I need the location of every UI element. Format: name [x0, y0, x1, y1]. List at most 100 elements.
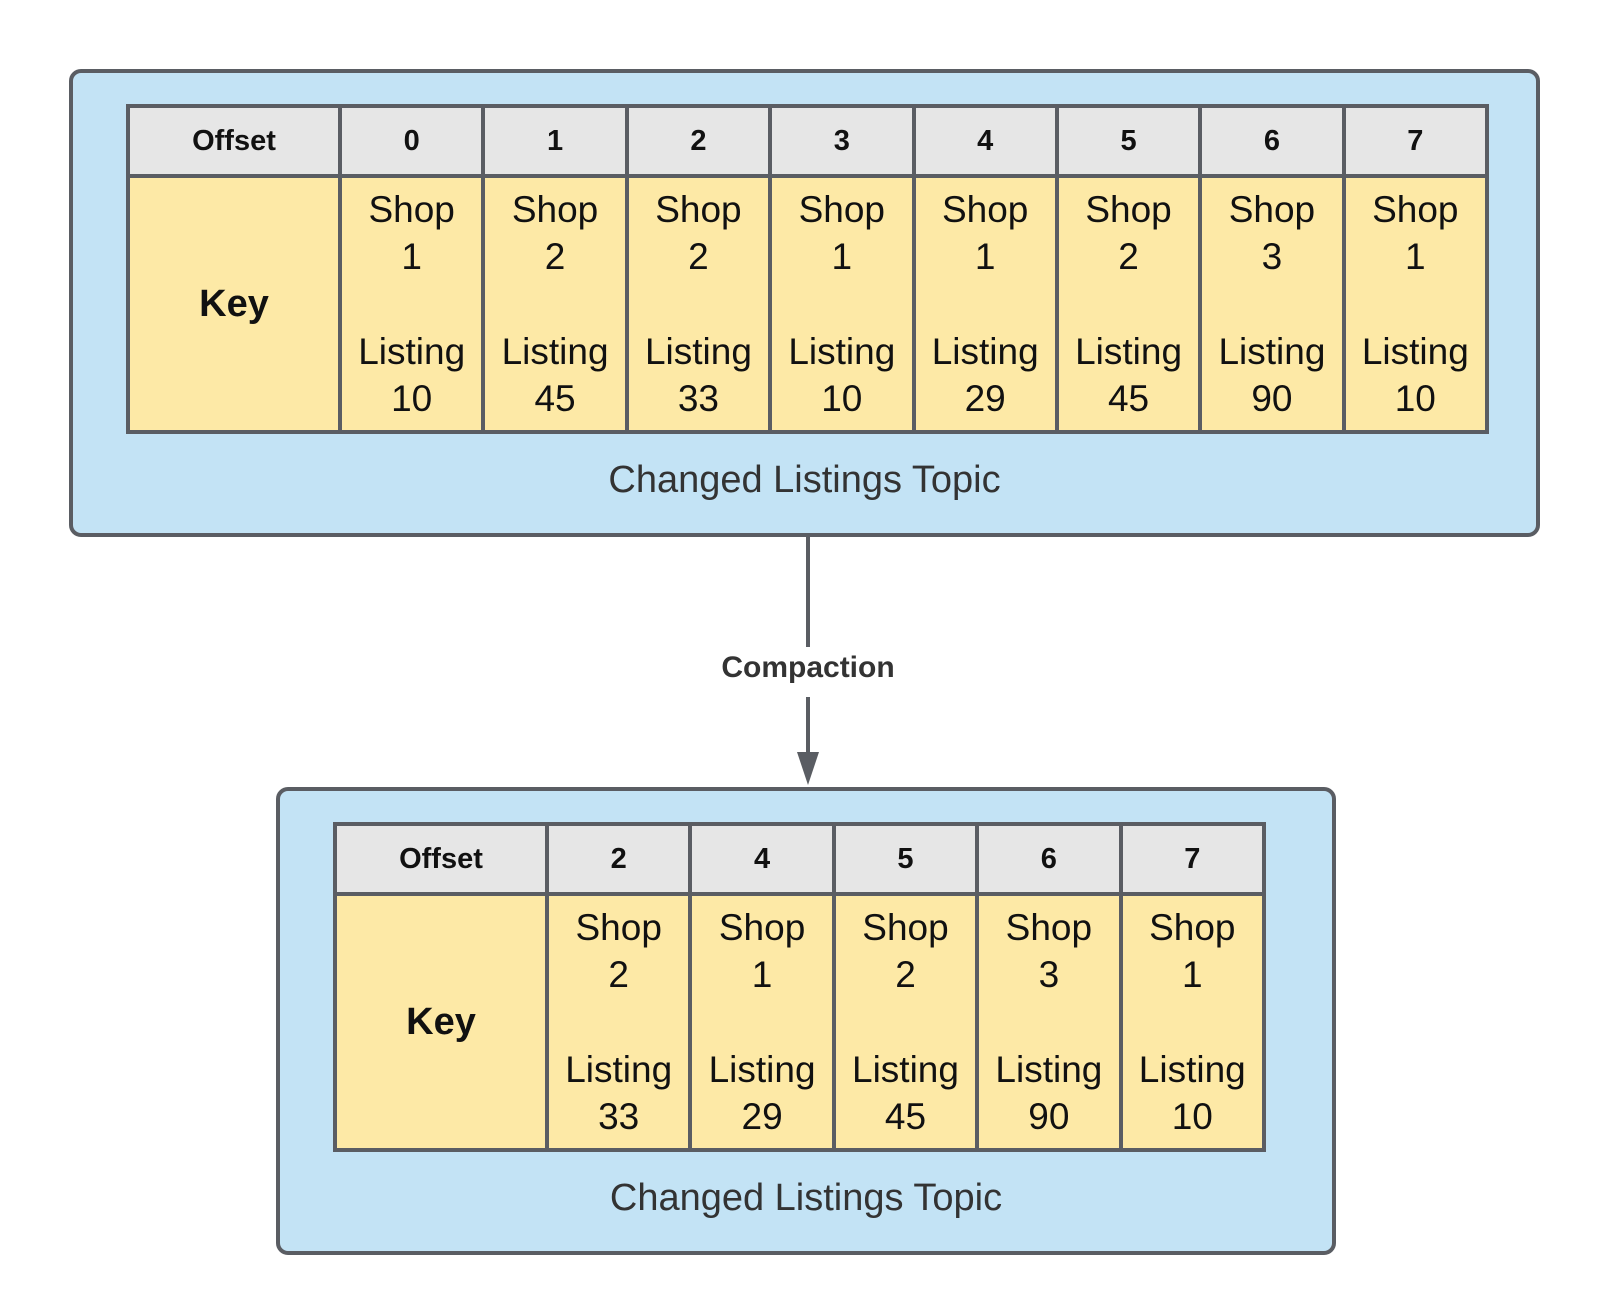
cell-spacer [836, 998, 975, 1046]
offset-cell: 1 [481, 104, 629, 178]
offset-cell: 0 [337, 104, 486, 178]
shop-label: Shop [655, 189, 742, 230]
shop-id: 2 [608, 954, 629, 995]
offset-cell: 7 [1341, 104, 1490, 178]
offset-cell: 5 [1054, 104, 1203, 178]
cell-spacer [1123, 998, 1262, 1046]
connector-line-lower [806, 697, 810, 755]
offset-cell: 3 [768, 104, 916, 178]
listing-id: 10 [821, 378, 863, 419]
cell-spacer [549, 998, 688, 1046]
offset-cell: 6 [1198, 104, 1346, 178]
shop-id: 1 [401, 236, 422, 277]
shop-id: 3 [1038, 954, 1060, 995]
shop-id: 2 [544, 236, 566, 277]
listing-label: Listing [931, 331, 1039, 372]
offset-cell: 6 [975, 822, 1123, 896]
listing-id: 10 [391, 378, 433, 419]
listing-id: 45 [884, 1096, 927, 1137]
cell-spacer [916, 280, 1055, 328]
offset-cell: 5 [831, 822, 980, 896]
key-header: Key [333, 892, 549, 1152]
offset-cell: 7 [1118, 822, 1267, 896]
listing-id: 29 [741, 1096, 783, 1137]
shop-id: 1 [1181, 954, 1203, 995]
cell-spacer [342, 280, 481, 328]
listing-id: 33 [677, 378, 720, 419]
listing-label: Listing [1138, 1049, 1246, 1090]
topic-caption: Changed Listings Topic [608, 459, 1001, 501]
compaction-label: Compaction [721, 651, 895, 684]
key-header: Key [126, 174, 342, 434]
shop-label: Shop [862, 907, 949, 948]
listing-id: 45 [534, 378, 576, 419]
cell-spacer [485, 280, 624, 328]
cell-spacer [1059, 280, 1198, 328]
listing-label: Listing [1218, 331, 1326, 372]
listing-label: Listing [708, 1049, 816, 1090]
cell-spacer [1346, 280, 1485, 328]
cell-spacer [629, 280, 768, 328]
shop-id: 2 [895, 954, 916, 995]
offset-cell: 4 [911, 104, 1059, 178]
shop-label: Shop [1372, 189, 1459, 230]
shop-id: 2 [688, 236, 709, 277]
shop-id: 1 [974, 236, 996, 277]
shop-id: 1 [831, 236, 853, 277]
listing-id: 33 [598, 1096, 640, 1137]
offset-cell: 2 [544, 822, 693, 896]
shop-label: Shop [1228, 189, 1316, 230]
connector-line-upper [806, 537, 810, 647]
listing-label: Listing [1075, 331, 1183, 372]
listing-label: Listing [565, 1049, 673, 1090]
listing-label: Listing [1361, 331, 1469, 372]
listing-id: 29 [964, 378, 1006, 419]
shop-label: Shop [368, 189, 455, 230]
cell-spacer [772, 280, 911, 328]
arrow-down-icon [797, 752, 819, 785]
listing-label: Listing [852, 1049, 959, 1090]
shop-label: Shop [1005, 907, 1093, 948]
shop-id: 1 [1405, 236, 1426, 277]
listing-label: Listing [788, 331, 896, 372]
listing-id: 45 [1107, 378, 1150, 419]
listing-id: 90 [1028, 1096, 1070, 1137]
offset-header: Offset [126, 104, 342, 178]
cell-spacer [979, 998, 1118, 1046]
listing-label: Listing [995, 1049, 1103, 1090]
cell-spacer [692, 998, 831, 1046]
cell-spacer [1202, 280, 1341, 328]
shop-id: 2 [1118, 236, 1139, 277]
listing-id: 90 [1251, 378, 1293, 419]
shop-label: Shop [575, 907, 662, 948]
topic-caption: Changed Listings Topic [609, 1177, 1003, 1219]
shop-label: Shop [1085, 189, 1172, 230]
listing-id: 10 [1394, 378, 1436, 419]
shop-id: 1 [751, 954, 773, 995]
listing-label: Listing [501, 331, 609, 372]
offset-cell: 4 [688, 822, 836, 896]
shop-label: Shop [718, 907, 806, 948]
shop-id: 3 [1261, 236, 1283, 277]
shop-label: Shop [511, 189, 599, 230]
